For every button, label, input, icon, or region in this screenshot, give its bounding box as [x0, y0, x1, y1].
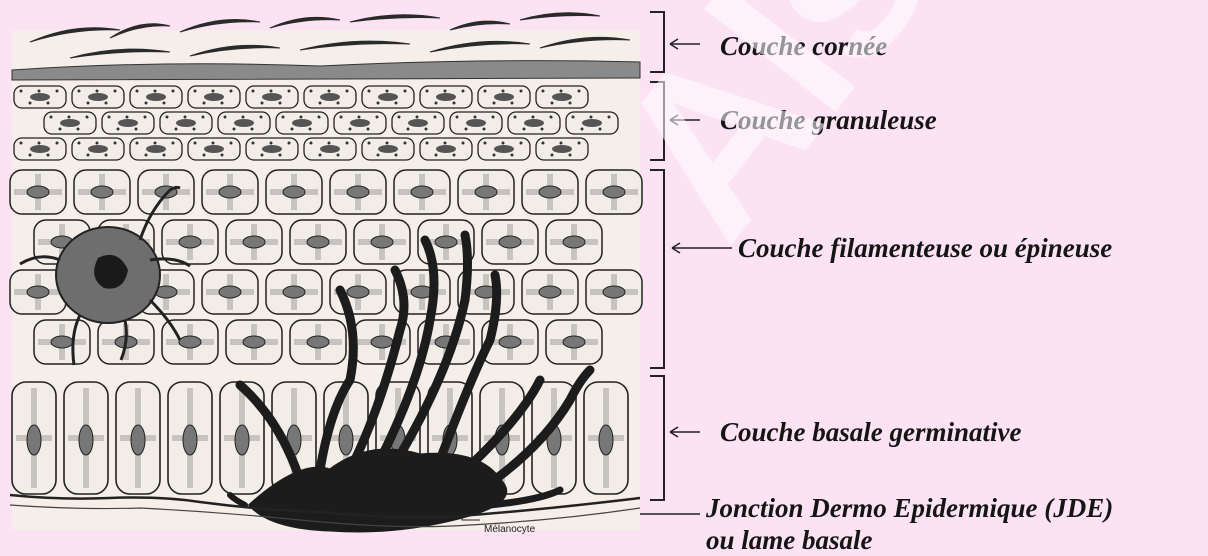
- arrow-basale: [670, 427, 700, 437]
- layer-brackets: [650, 12, 664, 500]
- label-jde-line1: Jonction Dermo Epidermique (JDE): [706, 492, 1113, 524]
- spinous-cell: [74, 170, 130, 214]
- granular-cell: [536, 86, 588, 108]
- spinous-cell: [586, 270, 642, 314]
- arrow-granuleuse: [670, 115, 700, 125]
- granular-cell: [392, 112, 444, 134]
- spinous-cell: [266, 270, 322, 314]
- spinous-cell: [162, 220, 218, 264]
- label-couche-filamenteuse: Couche filamenteuse ou épineuse: [738, 232, 1112, 264]
- granular-cell: [72, 86, 124, 108]
- spinous-cell: [330, 170, 386, 214]
- corneum-flake: [450, 21, 510, 30]
- label-couche-basale: Couche basale germinative: [720, 416, 1021, 448]
- spinous-cell: [266, 170, 322, 214]
- granular-cell: [218, 112, 270, 134]
- arrow-cornee: [670, 39, 700, 49]
- granular-cell: [130, 86, 182, 108]
- bracket-cornee: [650, 12, 664, 72]
- spinous-cell: [482, 220, 538, 264]
- granular-cell: [450, 112, 502, 134]
- granular-cell: [160, 112, 212, 134]
- corneum-flake: [270, 17, 340, 28]
- granular-cell: [362, 86, 414, 108]
- granular-cell: [508, 112, 560, 134]
- basal-cell: [116, 382, 160, 494]
- label-couche-cornee: Couche cornée: [720, 30, 887, 62]
- spinous-cell: [522, 170, 578, 214]
- granular-cell: [566, 112, 618, 134]
- granular-cell: [478, 86, 530, 108]
- granular-cell: [72, 138, 124, 160]
- granular-cell: [246, 138, 298, 160]
- spinous-cell: [226, 220, 282, 264]
- granular-cell: [14, 86, 66, 108]
- granular-cell: [536, 138, 588, 160]
- granular-cell: [44, 112, 96, 134]
- granular-cell: [304, 138, 356, 160]
- granular-cell: [334, 112, 386, 134]
- basal-cell: [12, 382, 56, 494]
- granular-cell: [420, 138, 472, 160]
- spinous-cell: [202, 170, 258, 214]
- granular-cell: [102, 112, 154, 134]
- arrow-filamenteuse: [672, 243, 732, 253]
- basal-cell: [584, 382, 628, 494]
- spinous-cell: [226, 320, 282, 364]
- spinous-cell: [546, 320, 602, 364]
- granular-cell: [188, 86, 240, 108]
- granular-cell: [246, 86, 298, 108]
- spinous-cell: [290, 220, 346, 264]
- spinous-cell: [394, 170, 450, 214]
- granular-cell: [304, 86, 356, 108]
- basal-cell: [64, 382, 108, 494]
- label-couche-granuleuse: Couche granuleuse: [720, 104, 937, 136]
- bracket-filamenteuse: [650, 170, 664, 368]
- spinous-cell: [10, 170, 66, 214]
- label-arrows: [640, 39, 732, 514]
- bracket-granuleuse: [650, 82, 664, 160]
- granular-cell: [14, 138, 66, 160]
- granular-cell: [130, 138, 182, 160]
- spinous-cell: [290, 320, 346, 364]
- label-jde-line2: ou lame basale: [706, 524, 873, 556]
- spinous-cell: [458, 170, 514, 214]
- granular-cell: [420, 86, 472, 108]
- corneum-flake: [520, 13, 600, 20]
- spinous-cell: [354, 220, 410, 264]
- spinous-cell: [34, 320, 90, 364]
- bracket-basale: [650, 376, 664, 500]
- granular-cell: [478, 138, 530, 160]
- spinous-cell: [522, 270, 578, 314]
- label-melanocyte: Mélanocyte: [484, 524, 535, 535]
- spinous-cell: [586, 170, 642, 214]
- corneum-flake: [350, 15, 440, 22]
- basal-cell: [168, 382, 212, 494]
- spinous-cell: [546, 220, 602, 264]
- spinous-cell: [202, 270, 258, 314]
- granular-cell: [276, 112, 328, 134]
- granular-cell: [362, 138, 414, 160]
- granular-cell: [188, 138, 240, 160]
